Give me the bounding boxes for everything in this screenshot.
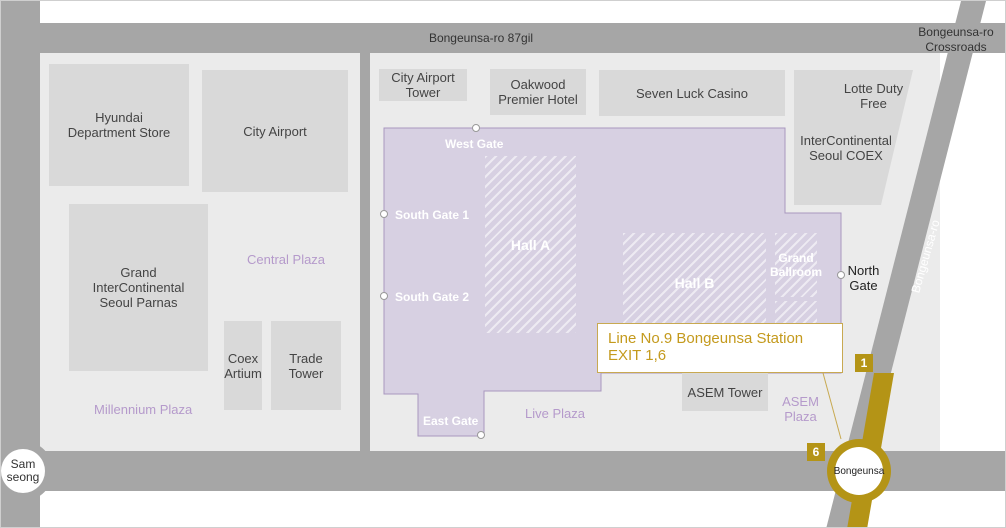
exit-6-badge: 6: [807, 443, 825, 461]
station-bongeunsa: Bongeunsa: [827, 439, 891, 503]
left-road: [1, 1, 40, 527]
hall-b: Hall B: [623, 233, 766, 333]
callout-line1: Line No.9 Bongeunsa Station: [608, 330, 804, 347]
station-samseong-label: Sam seong: [6, 457, 40, 484]
gate-east: East Gate: [423, 414, 479, 428]
building-seven-luck-casino: Seven Luck Casino: [599, 70, 785, 116]
gate-east-dot: [477, 431, 485, 439]
building-grand-intercontinental: Grand InterContinental Seoul Parnas: [69, 204, 208, 371]
building-city-airport: City Airport: [202, 70, 348, 192]
callout-line2: EXIT 1,6: [608, 347, 667, 364]
building-city-airport-tower: City Airport Tower: [379, 69, 467, 101]
building-hyundai-department-store: Hyundai Department Store: [49, 64, 189, 186]
building-trade-tower: Trade Tower: [271, 321, 341, 410]
hall-a: Hall A: [485, 156, 576, 333]
exit-1-badge: 1: [855, 354, 873, 372]
gate-west-dot: [472, 124, 480, 132]
gate-south-2: South Gate 2: [395, 290, 470, 304]
building-oakwood-hotel: Oakwood Premier Hotel: [490, 69, 586, 115]
road-label-crossroads: Bongeunsa-ro Crossroads: [918, 25, 994, 54]
middle-road: [360, 53, 370, 451]
gate-west: West Gate: [445, 137, 504, 151]
plaza-millennium: Millennium Plaza: [94, 402, 193, 417]
road-label-87gil: Bongeunsa-ro 87gil: [428, 31, 534, 45]
gate-south-1-dot: [380, 210, 388, 218]
plaza-asem: ASEM Plaza: [782, 394, 819, 424]
grand-ballroom: Grand Ballroom: [770, 233, 822, 297]
label-lotte-duty-free: Lotte Duty Free: [843, 81, 904, 111]
building-asem-tower: ASEM Tower: [682, 373, 768, 411]
gate-south-1: South Gate 1: [395, 208, 470, 222]
diagonal-road: [826, 1, 986, 527]
station-callout: Line No.9 Bongeunsa Station EXIT 1,6: [597, 323, 843, 373]
station-bongeunsa-label: Bongeunsa: [833, 465, 885, 477]
station-samseong: Sam seong: [1, 441, 53, 501]
plaza-live: Live Plaza: [525, 406, 585, 421]
top-road: [1, 23, 1005, 53]
building-coex-artium: Coex Artium: [224, 321, 262, 410]
gate-north-dot: [837, 271, 845, 279]
plaza-central: Central Plaza: [247, 252, 326, 267]
gate-south-2-dot: [380, 292, 388, 300]
label-intercontinental-coex: InterContinental Seoul COEX: [800, 133, 892, 163]
gate-north: North Gate: [847, 263, 880, 293]
